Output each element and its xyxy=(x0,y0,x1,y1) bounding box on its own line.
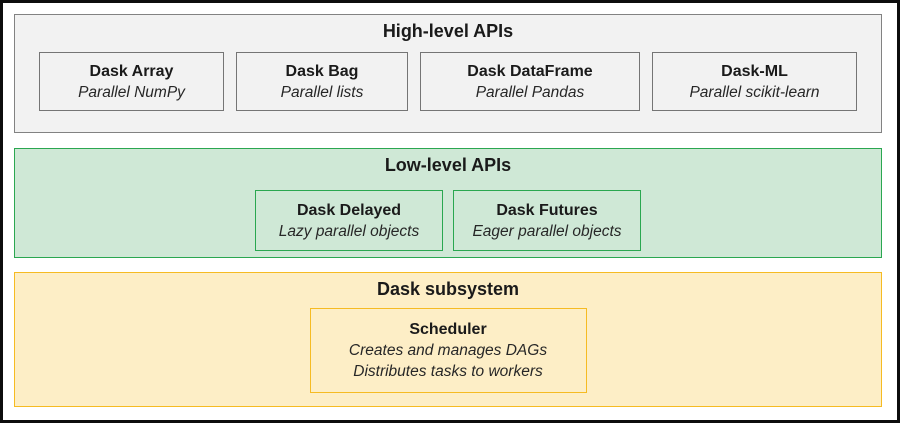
box-title-dask-ml: Dask-ML xyxy=(721,62,788,80)
box-dask-dataframe: Dask DataFrame Parallel Pandas xyxy=(420,52,640,111)
low-level-boxes-row: Dask Delayed Lazy parallel objects Dask … xyxy=(15,190,881,251)
box-subtitle-dask-futures: Eager parallel objects xyxy=(472,222,622,240)
box-dask-delayed: Dask Delayed Lazy parallel objects xyxy=(255,190,443,251)
subsystem-boxes-row: Scheduler Creates and manages DAGs Distr… xyxy=(15,308,881,393)
box-dask-array: Dask Array Parallel NumPy xyxy=(39,52,224,111)
box-title-dask-bag: Dask Bag xyxy=(285,62,359,80)
band-title-low-level-apis: Low-level APIs xyxy=(384,155,512,175)
band-high-level-apis: High-level APIs Dask Array Parallel NumP… xyxy=(14,14,882,133)
box-subtitle-dask-ml: Parallel scikit-learn xyxy=(689,83,820,101)
high-level-boxes-row: Dask Array Parallel NumPy Dask Bag Paral… xyxy=(15,52,881,111)
box-title-dask-futures: Dask Futures xyxy=(496,201,598,219)
box-dask-futures: Dask Futures Eager parallel objects xyxy=(453,190,641,251)
box-subtitle-dask-dataframe: Parallel Pandas xyxy=(475,83,585,101)
box-scheduler: Scheduler Creates and manages DAGs Distr… xyxy=(309,308,587,393)
box-dask-bag: Dask Bag Parallel lists xyxy=(236,52,408,111)
band-low-level-apis: Low-level APIs Dask Delayed Lazy paralle… xyxy=(14,148,882,258)
box-title-scheduler: Scheduler xyxy=(409,321,487,338)
box-subtitle-dask-array: Parallel NumPy xyxy=(78,83,185,101)
band-title-dask-subsystem: Dask subsystem xyxy=(376,279,520,299)
box-subtitle-scheduler-line1: Creates and manages DAGs xyxy=(348,342,548,359)
box-title-dask-array: Dask Array xyxy=(89,62,174,80)
band-title-high-level-apis: High-level APIs xyxy=(382,21,514,41)
box-title-dask-delayed: Dask Delayed xyxy=(296,201,402,219)
box-subtitle-scheduler-line2: Distributes tasks to workers xyxy=(353,363,543,380)
box-dask-ml: Dask-ML Parallel scikit-learn xyxy=(652,52,857,111)
box-subtitle-dask-bag: Parallel lists xyxy=(280,83,364,101)
band-dask-subsystem: Dask subsystem Scheduler Creates and man… xyxy=(14,272,882,407)
box-subtitle-dask-delayed: Lazy parallel objects xyxy=(278,222,420,240)
box-title-dask-dataframe: Dask DataFrame xyxy=(467,62,593,80)
